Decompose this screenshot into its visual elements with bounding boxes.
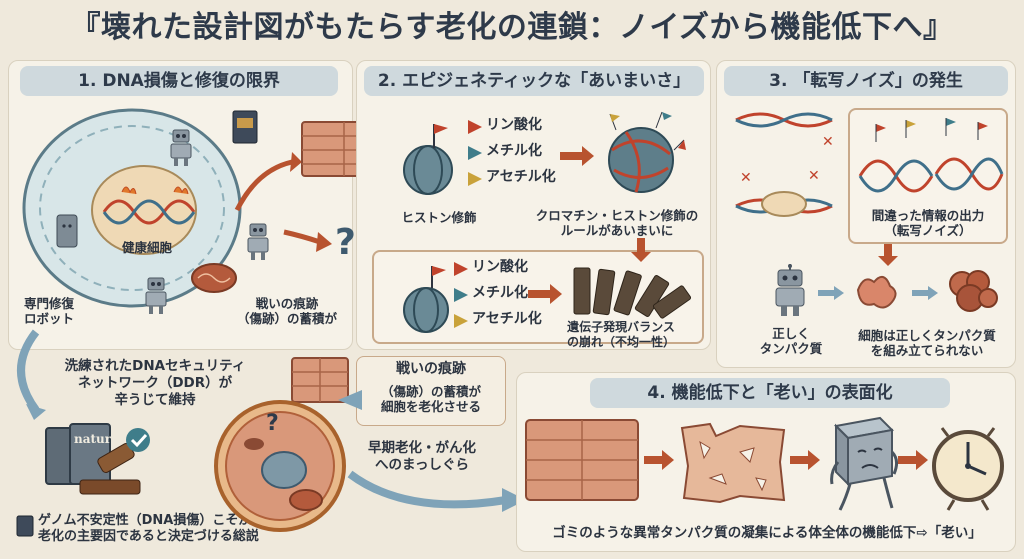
histone-icon <box>403 124 453 195</box>
flag-label-acetyl-2: アセチル化 <box>472 311 542 327</box>
wrong-info-label: 間違った情報の出力 （転写ノイズ） <box>871 208 985 238</box>
panel4-caption: ゴミのような異常タンパク質の凝集による体全体の機能低下⇨「老い」 <box>552 525 982 541</box>
ddr-arrow <box>17 329 46 420</box>
cannot-assemble-label: 細胞は正しくタンパク質 を組み立てられない <box>858 328 996 358</box>
arrow-down-to-dominoes <box>631 238 651 262</box>
early-aging-label: 早期老化・がん化 へのまっしぐら <box>368 440 476 473</box>
flag-red-icon-2 <box>454 262 468 276</box>
arrow-scars-to-cell <box>338 390 362 410</box>
ddr-label: 洗練されたDNAセキュリティ ネットワーク（DDR）が 辛うじて維持 <box>64 358 246 408</box>
flag-teal-icon <box>468 146 482 160</box>
panel2-heading: 2. エピジェネティックな「あいまいさ」 <box>364 66 704 96</box>
journal-mark: natur <box>74 432 112 446</box>
flag-label-phospho: リン酸化 <box>486 117 542 133</box>
scars-title: 戦いの痕跡 <box>396 361 466 377</box>
flag-red-icon <box>468 120 482 134</box>
imbalance-label: 遺伝子発現バランス の崩れ（不均一性） <box>566 320 675 349</box>
scars-label: 戦いの痕跡 （傷跡）の蓄積が <box>236 296 337 326</box>
aggregate-icon <box>949 270 998 312</box>
tired-cube-icon <box>830 416 899 511</box>
histone-icon-2 <box>403 266 449 333</box>
noisy-dna-icon <box>858 118 1004 193</box>
book-icon <box>232 110 258 144</box>
review-label: ゲノム不安定性（DNA損傷）こそが 老化の主要因であると決定づける総説 <box>38 513 259 544</box>
arrow-to-tissue <box>234 152 302 212</box>
journal-gavel-icon <box>45 423 150 495</box>
dominoes-icon <box>573 267 692 319</box>
panel4-heading: 4. 機能低下と「老い」の表面化 <box>590 378 950 408</box>
scars-text: （傷跡）の蓄積が 細胞を老化させる <box>380 384 481 414</box>
flag-yellow-icon <box>468 172 482 186</box>
repair-robot-icon-3 <box>247 223 269 260</box>
svg-text:?: ? <box>266 411 279 436</box>
old-clock-icon <box>932 427 1004 511</box>
repair-robot-label: 専門修復 ロボット <box>24 296 75 326</box>
flag-teal-icon-2 <box>454 288 468 302</box>
panel3-heading: 3. 「転写ノイズ」の発生 <box>724 66 1008 96</box>
middle-tissue-icon <box>291 357 349 403</box>
arrow-down-noise <box>878 244 898 266</box>
robot-protein-icon <box>775 264 805 316</box>
misfolded-protein-icon <box>856 275 897 309</box>
arrow-p4-2 <box>790 450 820 470</box>
arrow-to-dominoes <box>528 284 562 304</box>
arrow-p4-3 <box>898 450 928 470</box>
tissue-healthy-icon <box>525 419 639 501</box>
scars-box <box>356 356 506 426</box>
flag-label-phospho-2: リン酸化 <box>472 259 528 275</box>
histone-label: ヒストン修飾 <box>401 210 477 225</box>
panel1-heading: 1. DNA損傷と修復の限界 <box>20 66 338 96</box>
arrow-p4-1 <box>644 450 674 470</box>
book-icon-small <box>16 515 34 537</box>
healthy-cell-label: 健康細胞 <box>122 240 173 255</box>
noise-box <box>848 108 1008 244</box>
dna-strand-icon: ✕ ✕ ✕ <box>735 112 834 217</box>
chromatin-ball-icon <box>608 111 686 193</box>
flag-label-acetyl: アセチル化 <box>486 169 556 185</box>
senescent-cell-icon: ? <box>214 400 346 532</box>
arrow-to-protein-2 <box>912 286 938 300</box>
repair-robot-icon <box>170 129 192 166</box>
flag-label-methyl-2: メチル化 <box>472 285 528 301</box>
repair-robot-icon-2 <box>145 277 167 314</box>
flag-label-methyl: メチル化 <box>486 143 542 159</box>
flag-yellow-icon-2 <box>454 314 468 328</box>
correct-protein-label: 正しく タンパク質 <box>759 326 823 356</box>
arrow-to-protein-1 <box>818 286 844 300</box>
svg-text:✕: ✕ <box>822 134 834 150</box>
svg-text:✕: ✕ <box>808 168 820 184</box>
tissue-damaged-icon <box>680 422 786 504</box>
arrow-to-chromatin <box>560 146 594 166</box>
question-mark-icon: ? <box>335 222 356 263</box>
page-title: 『壊れた設計図がもたらす老化の連鎖：ノイズから機能低下へ』 <box>70 10 954 45</box>
chromatin-label: クロマチン・ヒストン修飾の ルールがあいまいに <box>535 208 699 238</box>
arrow-to-question <box>283 229 332 252</box>
tablet-icon <box>56 214 78 248</box>
arrow-to-panel4 <box>347 470 526 512</box>
svg-text:✕: ✕ <box>740 170 752 186</box>
